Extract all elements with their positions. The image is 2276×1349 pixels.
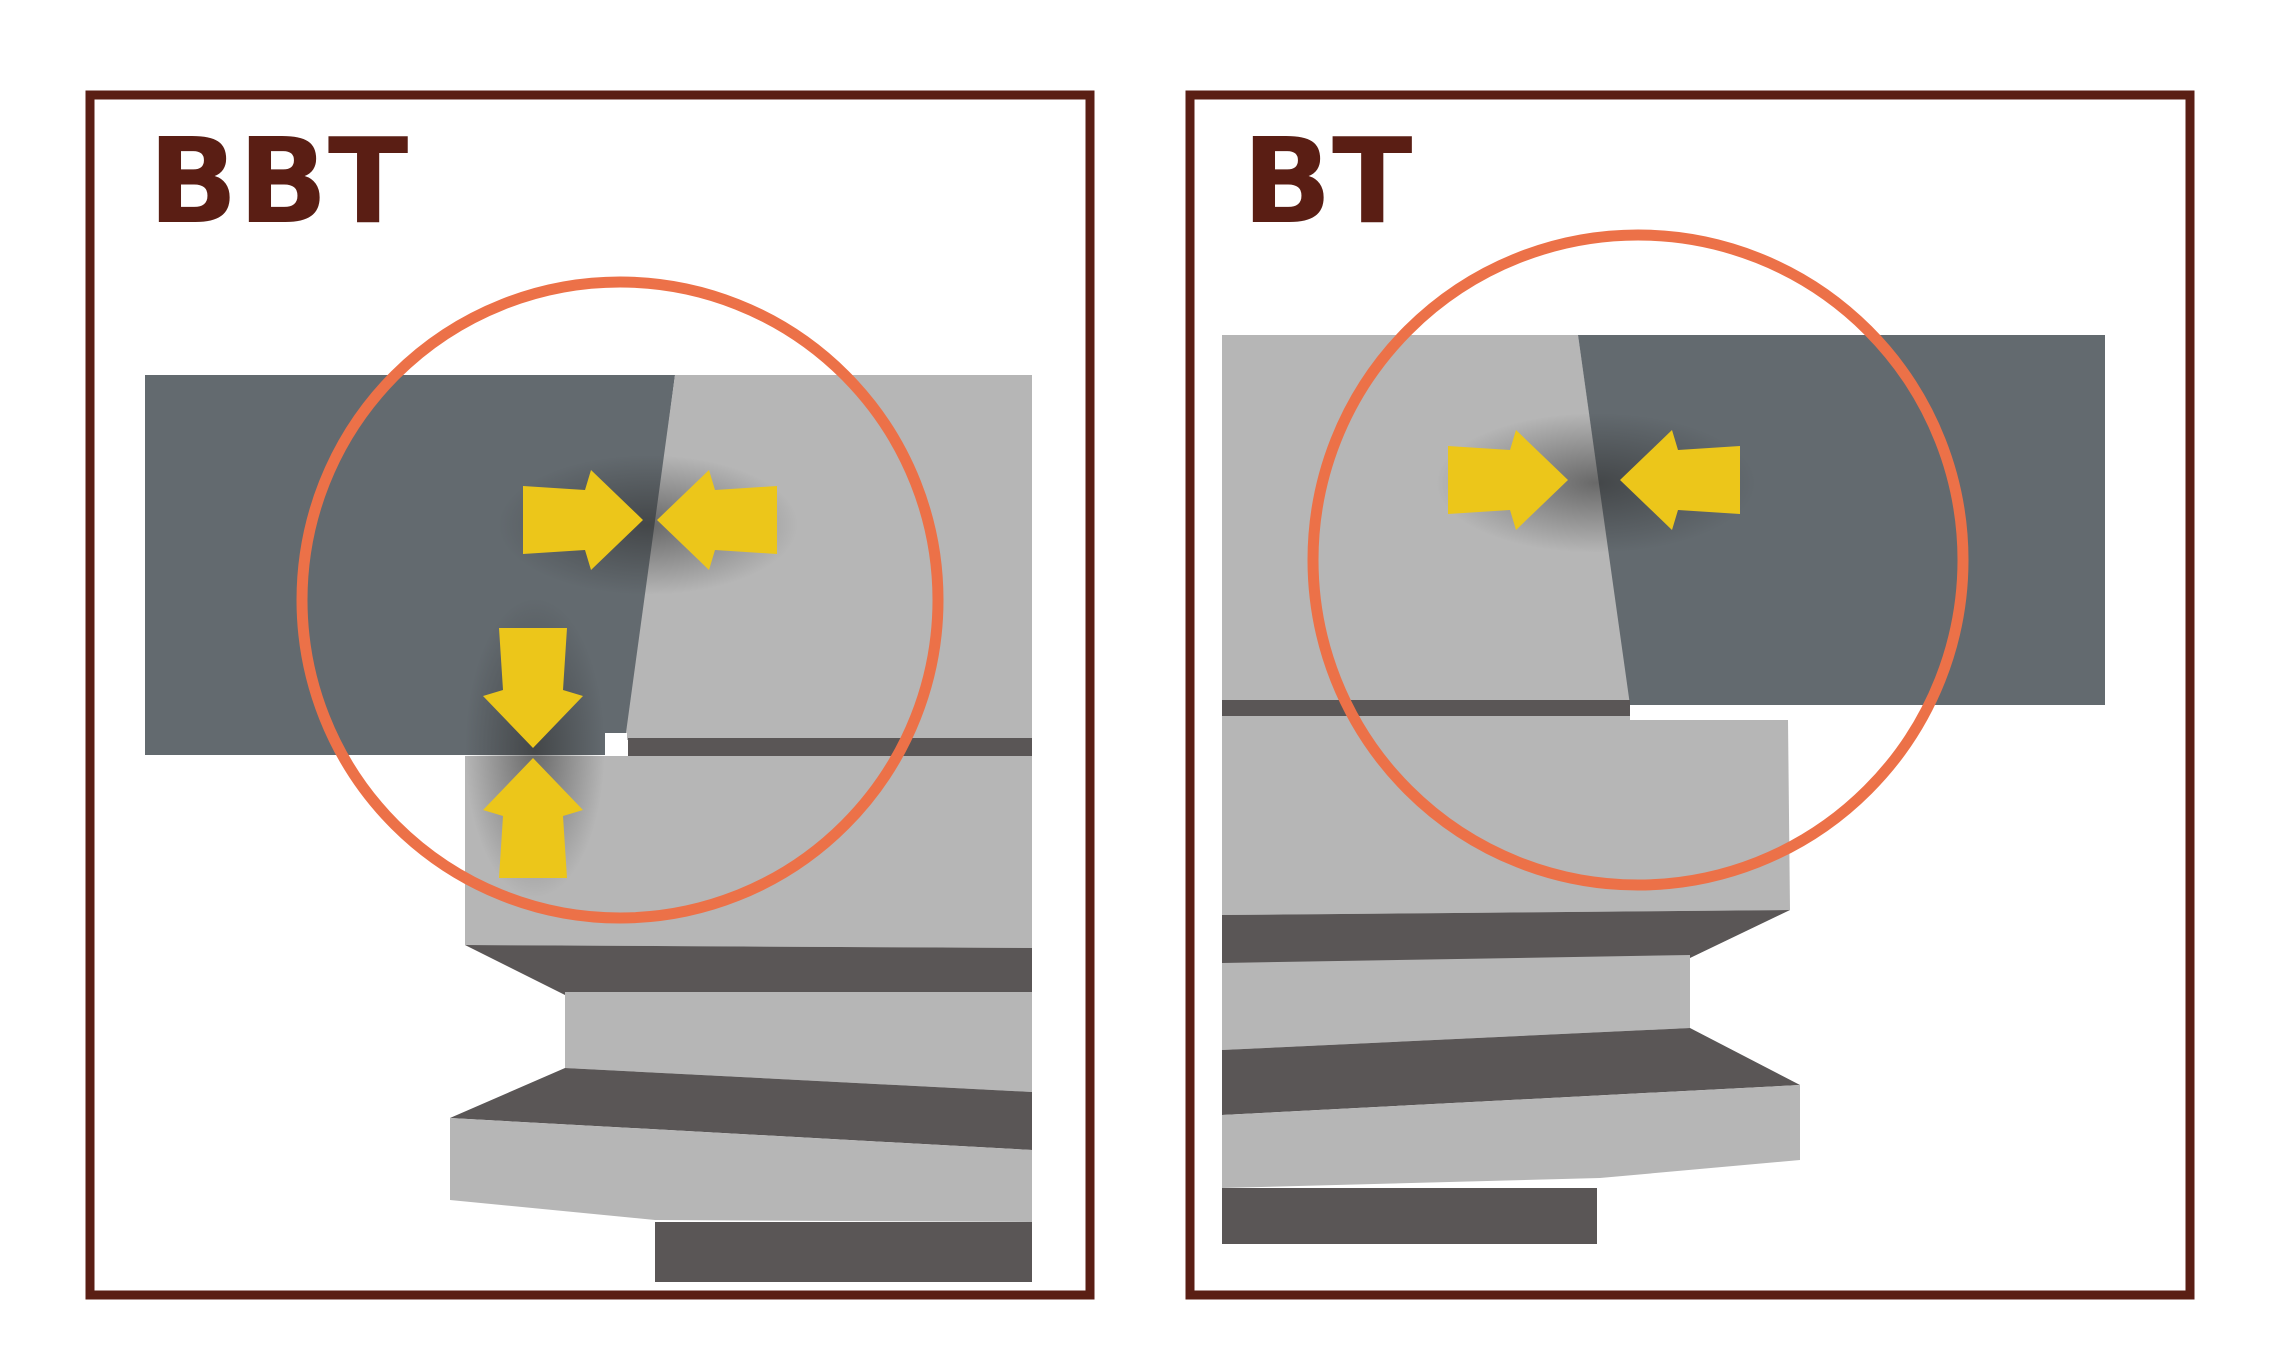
panel-title: BBT bbox=[148, 112, 408, 250]
flange bbox=[1222, 716, 1790, 915]
flange-groove bbox=[1222, 700, 1630, 716]
highlight-circle bbox=[1307, 229, 1969, 891]
flange bbox=[465, 756, 1032, 948]
light-band bbox=[1222, 955, 1690, 1050]
panel-frame bbox=[1185, 90, 2195, 1300]
light-band bbox=[565, 992, 1032, 1092]
lower-flange bbox=[1222, 1085, 1800, 1188]
spindle-body bbox=[1578, 335, 2105, 705]
panel-frame bbox=[85, 90, 1095, 1300]
lower-flange bbox=[450, 1118, 1032, 1222]
flange-groove bbox=[628, 738, 1032, 756]
panel-bt: BT bbox=[1185, 90, 2195, 1300]
highlight-circle bbox=[296, 276, 944, 924]
bottom-block bbox=[1222, 1188, 1597, 1244]
panel-title: BT bbox=[1242, 112, 1412, 250]
contact-gap bbox=[605, 733, 627, 755]
dark-band bbox=[450, 1068, 1032, 1150]
holder-illustration bbox=[1222, 335, 2105, 1244]
dark-band bbox=[465, 945, 1032, 1000]
panel-bbt: BBT bbox=[85, 90, 1095, 1300]
dark-band bbox=[1222, 910, 1790, 965]
bottom-block bbox=[655, 1222, 1032, 1282]
dark-band bbox=[1222, 1028, 1800, 1115]
